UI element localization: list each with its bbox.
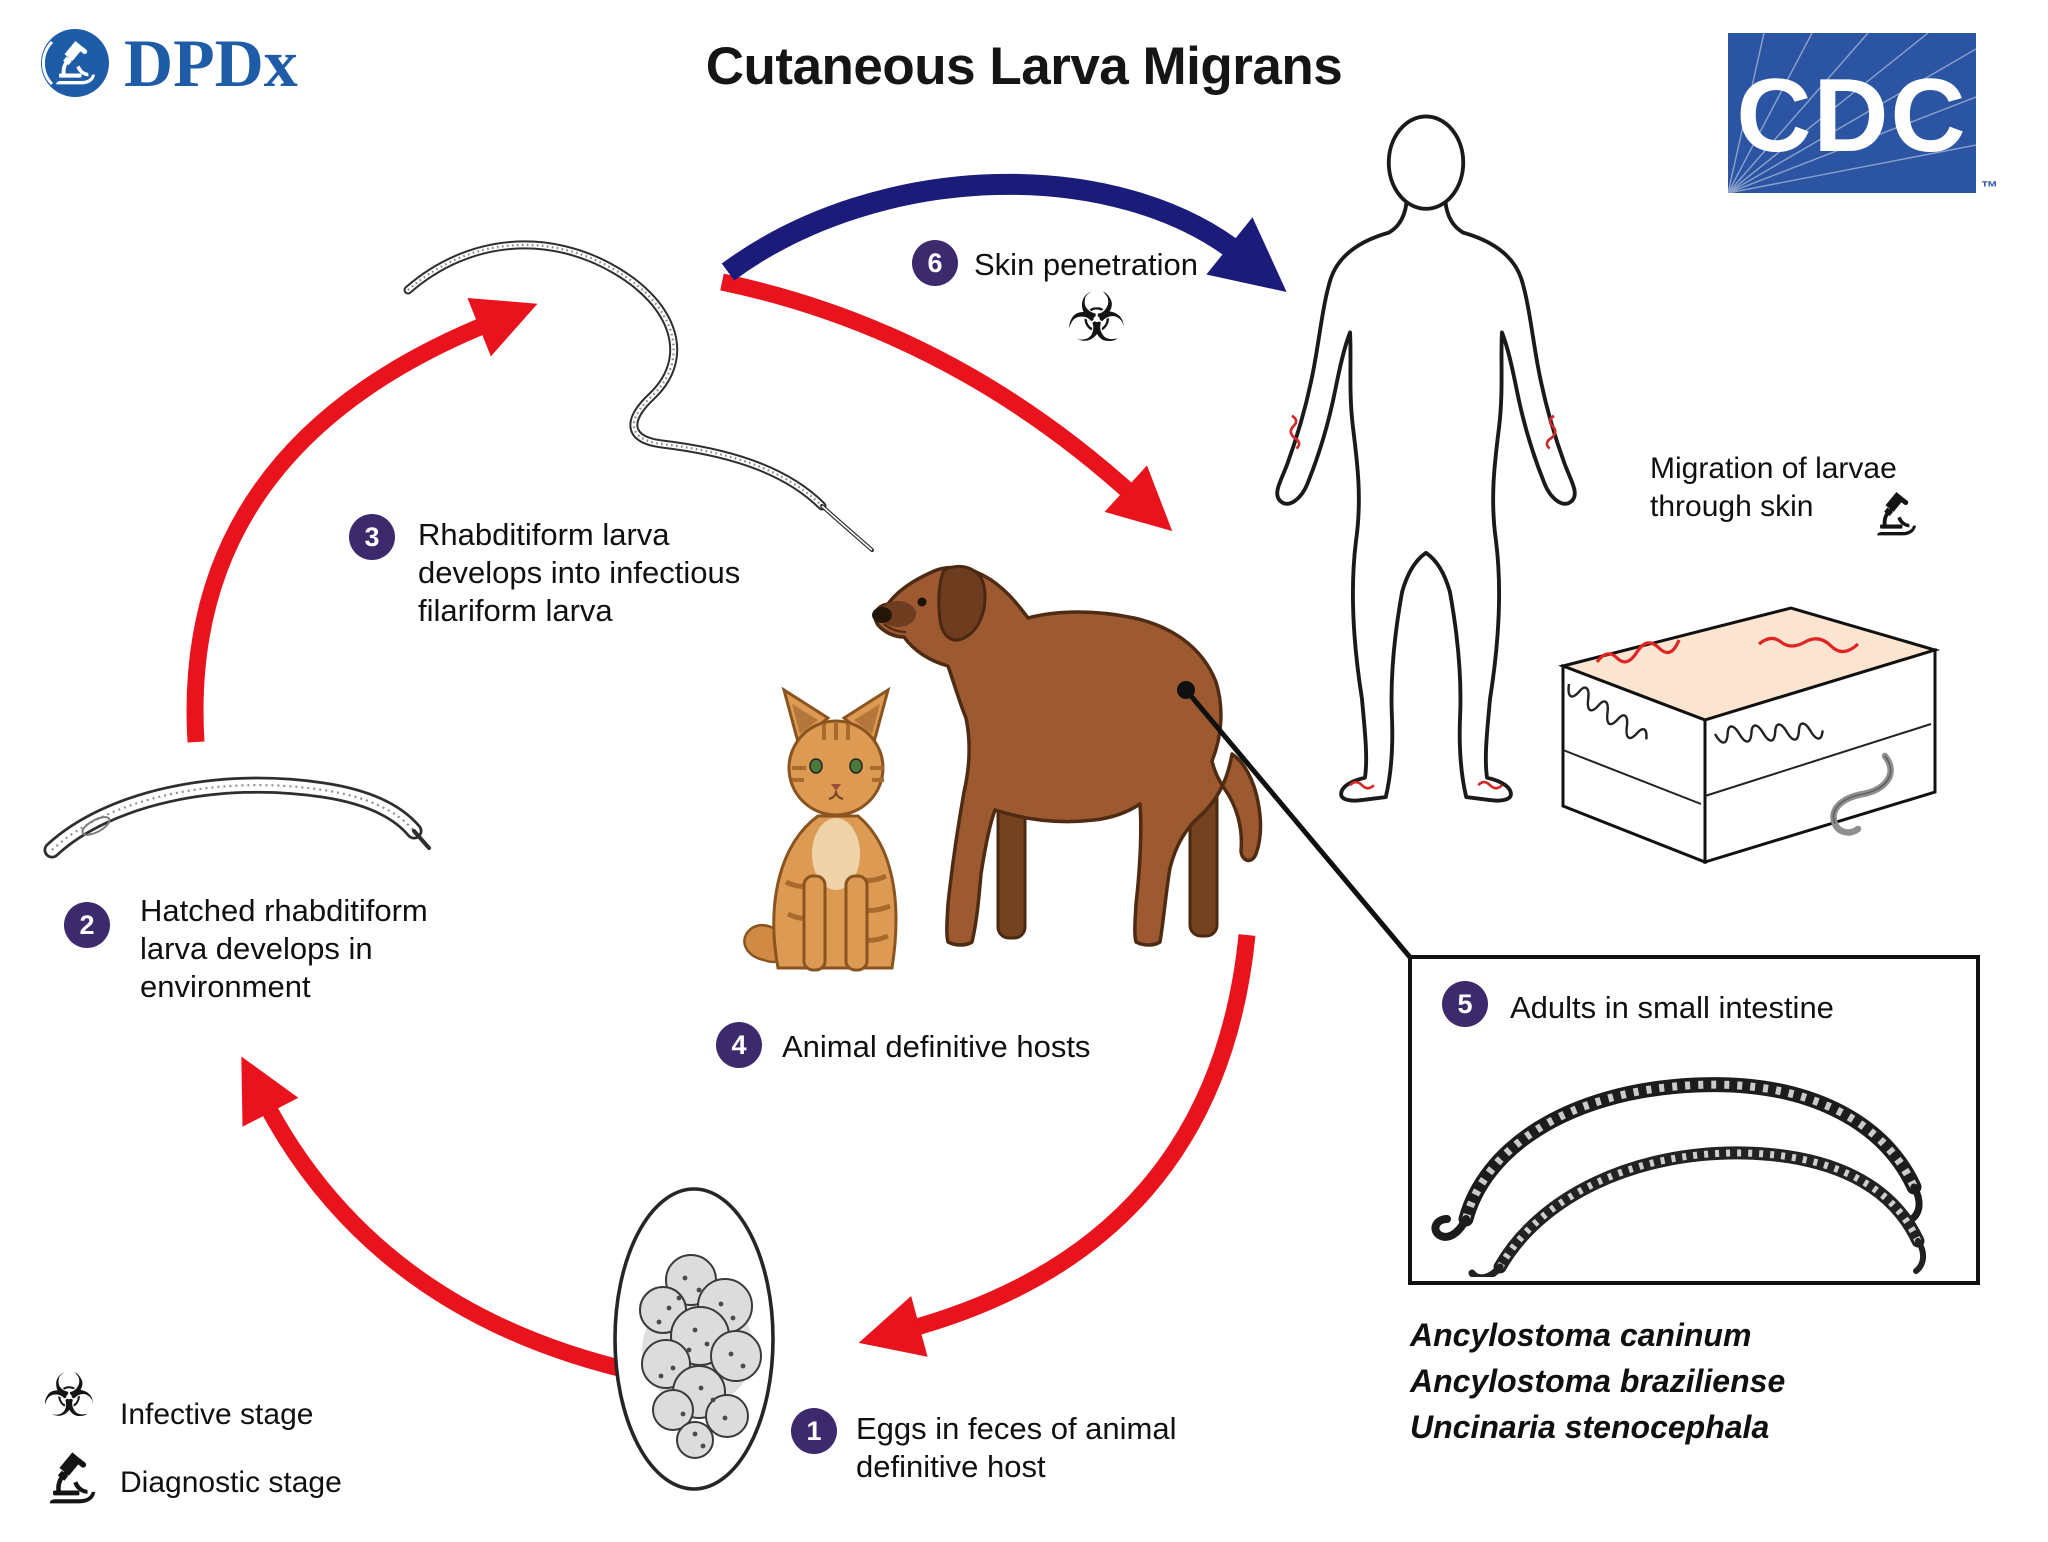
dog-illustration [872,565,1263,947]
step-2-label: Hatched rhabditiform larva develops in e… [140,893,428,1004]
step-6-label: Skin penetration [974,247,1199,282]
page-title: Cutaneous Larva Migrans [705,37,1343,96]
cdc-trademark: ™ [1981,178,1998,197]
adult-worms-illustration [1431,1077,1926,1277]
egg-illustration [613,1187,775,1491]
step-5-badge: 5 [1442,981,1488,1027]
step-4-number: 4 [731,1029,747,1060]
species-item-3: Uncinaria stenocephala [1410,1409,1770,1446]
step-5-label: Adults in small intestine [1510,990,1834,1025]
human-figure [1275,114,1577,803]
legend-microscope-icon [49,1452,96,1504]
dpdx-logo-icon [41,29,109,97]
migration-annotation: Migration of larvae through skin [1650,452,1897,524]
step-2-number: 2 [79,909,95,940]
step-3-badge: 3 [349,514,395,560]
arrow-larva-to-host [720,273,1173,532]
species-list: Ancylostoma caninum Ancylostoma brazilie… [1410,1312,1785,1450]
step-3-label: Rhabditiform larva develops into infecti… [418,517,741,628]
legend-diagnostic-label: Diagnostic stage [120,1466,342,1499]
step-6-badge: 6 [912,240,958,286]
dpdx-logo-text: DPDx [124,25,298,101]
step-5-number: 5 [1457,988,1473,1019]
larva-track-marks [1289,414,1557,790]
legend-biohazard-icon: ☣ [42,1362,96,1429]
cdc-logo: CDC [1728,33,1976,193]
arrow-host-to-eggs [858,934,1256,1357]
rhabditiform-larva-illustration [43,776,431,859]
filariform-larva-illustration [403,240,874,552]
step-6-number: 6 [927,247,943,278]
legend-infective-label: Infective stage [120,1398,314,1431]
skin-cross-section [1558,606,1941,865]
step-1-badge: 1 [791,1408,837,1454]
migration-microscope-icon [1877,492,1916,536]
step-3-number: 3 [364,521,380,552]
cdc-logo-text: CDC [1736,58,1967,174]
biohazard-icon: ☣ [1066,280,1127,356]
species-item-1: Ancylostoma caninum [1410,1317,1752,1353]
cat-illustration [743,686,898,972]
step-1-number: 1 [806,1415,822,1446]
arrow-larva-development [186,297,538,743]
step-4-label: Animal definitive hosts [782,1029,1091,1064]
step-4-badge: 4 [716,1022,762,1068]
arrow-skin-penetration [721,173,1287,292]
step-2-badge: 2 [64,902,110,948]
dpdx-logo: DPDx [38,26,298,100]
step-1-label: Eggs in feces of animal definitive host [856,1411,1177,1484]
adults-intestine-box: 5 Adults in small intestine [1408,955,1980,1285]
species-item-2: Ancylostoma braziliense [1410,1363,1786,1400]
